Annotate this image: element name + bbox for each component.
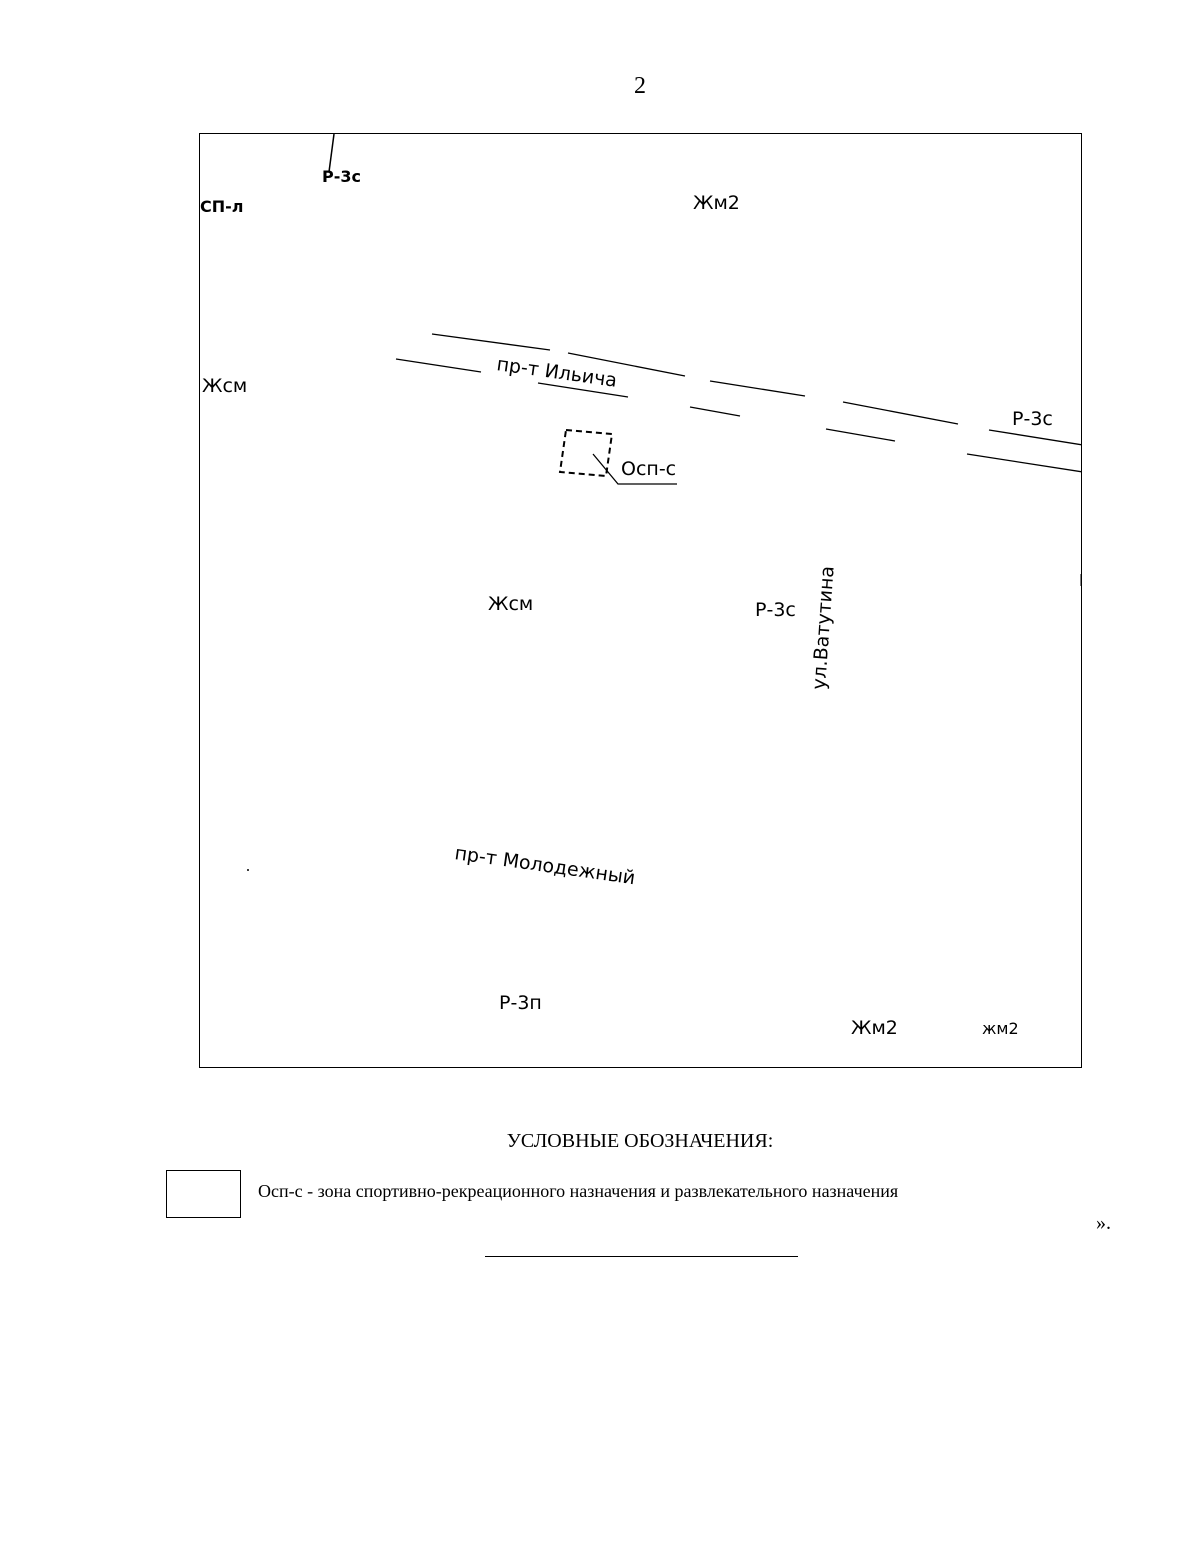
osp-s-leader-line xyxy=(592,453,677,485)
label-zhm2-bottom-small: жм2 xyxy=(982,1019,1019,1038)
map-dot xyxy=(247,869,249,871)
label-zhsm-left: Жсм xyxy=(202,375,247,397)
label-zhm2-bottom: Жм2 xyxy=(851,1017,898,1039)
label-prospect-molodezhny: пр-т Молодежный xyxy=(453,842,636,889)
footer-divider xyxy=(485,1256,798,1257)
osp-s-parcel xyxy=(558,428,614,478)
road-segment xyxy=(825,428,896,442)
label-zhm2-top: Жм2 xyxy=(693,192,740,214)
legend-symbol-box xyxy=(166,1170,241,1218)
legend-item-text: Осп-с - зона спортивно-рекреационного на… xyxy=(258,1181,899,1201)
page-number: 2 xyxy=(634,73,646,99)
label-r3s-right: Р-3с xyxy=(1012,408,1053,430)
road-segment xyxy=(431,333,551,351)
map-canvas: Р-3с СП-л Жм2 Жсм пр-т Ильича Р-3с Осп-с… xyxy=(200,134,1081,1039)
road-segment xyxy=(966,453,1081,473)
road-ilyicha-edges xyxy=(395,333,1081,473)
zoning-map: Р-3с СП-л Жм2 Жсм пр-т Ильича Р-3с Осп-с… xyxy=(199,133,1082,1068)
road-segment xyxy=(537,382,629,398)
label-ul-vatutina: ул.Ватутина xyxy=(808,565,839,690)
road-segment xyxy=(567,352,686,377)
road-segment xyxy=(689,406,741,417)
label-r3s-top: Р-3с xyxy=(322,167,361,186)
closing-quote-mark: ». xyxy=(1096,1212,1111,1234)
boundary-line xyxy=(328,134,335,173)
label-zhsm-center: Жсм xyxy=(488,593,533,615)
legend-title: УСЛОВНЫЕ ОБОЗНАЧЕНИЯ: xyxy=(506,1130,774,1152)
road-segment xyxy=(988,429,1081,446)
road-segment xyxy=(709,380,806,397)
road-segment xyxy=(842,401,959,425)
label-sp-l: СП-л xyxy=(200,197,244,216)
label-r3p: Р-3п xyxy=(499,992,542,1014)
road-segment xyxy=(395,358,482,373)
label-osp-s: Осп-с xyxy=(621,458,676,480)
label-r3s-center: Р-3с xyxy=(755,599,796,621)
